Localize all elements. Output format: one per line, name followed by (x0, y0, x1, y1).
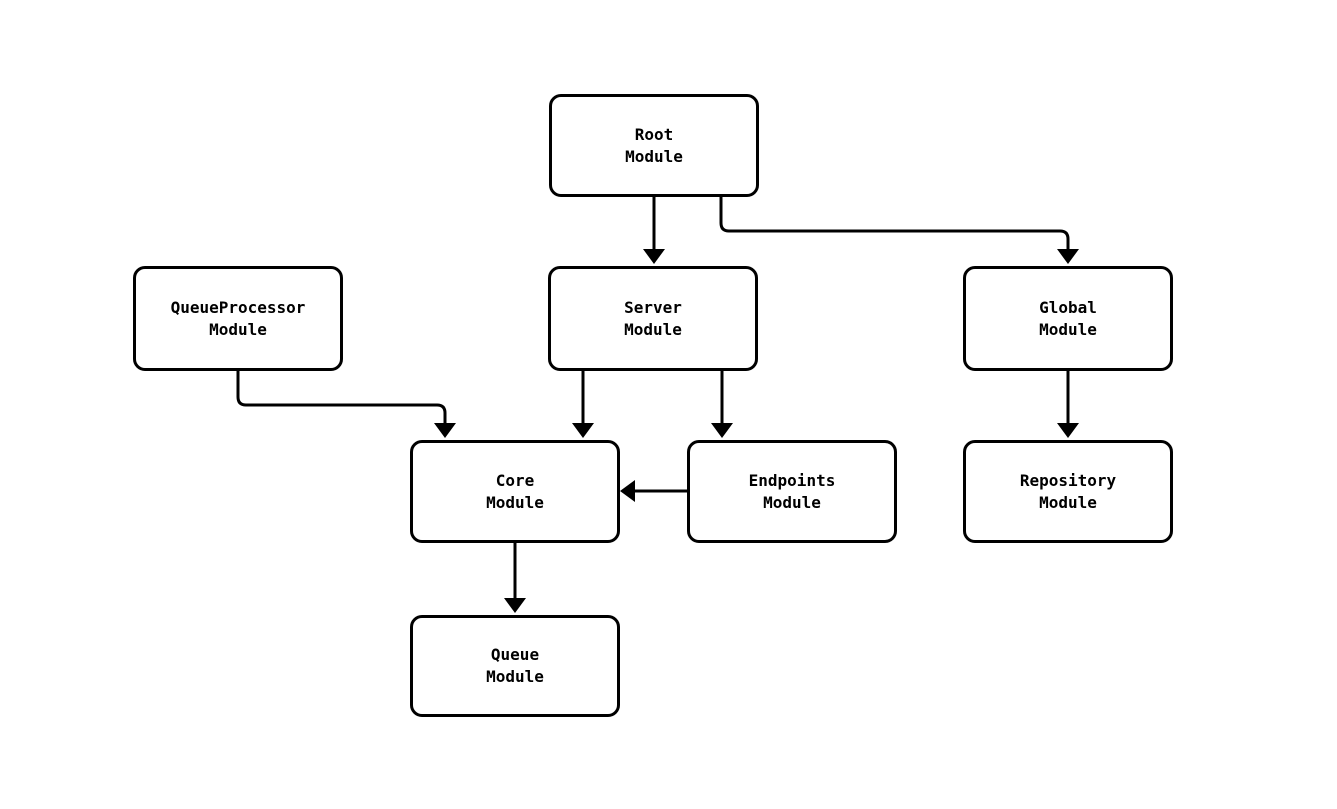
server-module-node-label-line1: Server (624, 297, 682, 317)
edge-endpoints-to-core-arrowhead-icon (620, 480, 635, 502)
edge-root-to-global-arrowhead-icon (1057, 249, 1079, 264)
endpoints-module-node-label-line2: Module (763, 492, 821, 512)
edge-core-to-queue (504, 543, 526, 613)
edge-server-to-endpoints-arrowhead-icon (711, 423, 733, 438)
root-module-node-label-line2: Module (625, 146, 683, 166)
server-module-node-label-line2: Module (624, 319, 682, 339)
edge-endpoints-to-core (620, 480, 687, 502)
queueprocessor-module-node-label-line1: QueueProcessor (170, 297, 306, 317)
edge-server-to-endpoints (711, 371, 733, 438)
repository-module-node-label-line1: Repository (1019, 470, 1117, 490)
edge-root-to-global (719, 197, 1079, 264)
root-module-node-label-line1: Root (634, 124, 674, 144)
edge-global-to-repository-arrowhead-icon (1057, 423, 1079, 438)
queue-module-node-label-line1: Queue (490, 645, 540, 664)
global-module-node-label-line2: Module (1039, 319, 1097, 339)
core-module-node-label-line2: Module (486, 492, 544, 512)
edge-queueprocessor-to-core-line (236, 371, 447, 428)
edge-core-to-queue-arrowhead-icon (504, 598, 526, 613)
edge-queueprocessor-to-core-arrowhead-icon (434, 423, 456, 438)
core-module-node-label-line1: Core (495, 470, 535, 490)
global-module-node-label-line1: Global (1039, 297, 1097, 317)
endpoints-module-node-label-line1: Endpoints (748, 470, 836, 490)
repository-module-node-label-line2: Module (1039, 492, 1097, 512)
edge-server-to-core-arrowhead-icon (572, 423, 594, 438)
edge-root-to-global-line (719, 197, 1070, 254)
queueprocessor-module-node-label-line2: Module (209, 319, 267, 339)
edge-root-to-server (643, 197, 665, 264)
queue-module-node-label-line2: Module (486, 667, 544, 686)
edge-root-to-server-arrowhead-icon (643, 249, 665, 264)
edge-server-to-core (572, 371, 594, 438)
edge-queueprocessor-to-core (236, 371, 456, 438)
edge-global-to-repository (1057, 371, 1079, 438)
